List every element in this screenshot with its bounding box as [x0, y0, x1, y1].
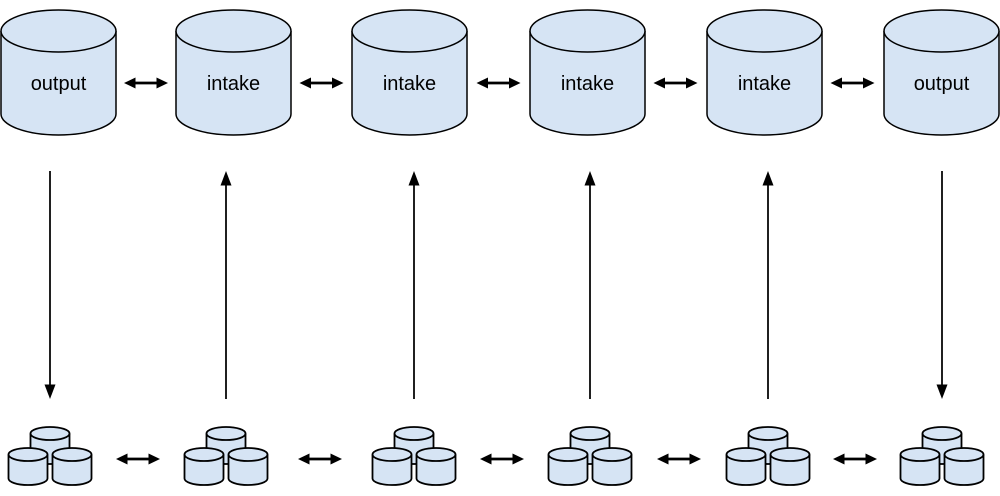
down-arrow-icon — [935, 170, 949, 400]
top-node-3: intake — [351, 9, 468, 136]
up-arrow-icon — [407, 170, 421, 400]
bidirectional-arrow-icon — [298, 76, 345, 90]
database-cluster-icon — [9, 427, 92, 485]
node-label: intake — [561, 73, 614, 95]
database-cluster-icon — [901, 427, 984, 485]
storage-cluster-1 — [9, 427, 92, 485]
bidirectional-arrow-icon — [655, 452, 703, 466]
node-label: intake — [207, 73, 260, 95]
bidirectional-arrow-icon — [114, 452, 162, 466]
up-arrow-icon — [761, 170, 775, 400]
storage-cluster-6 — [901, 427, 984, 485]
node-label: output — [914, 73, 970, 95]
bidirectional-arrow-icon — [122, 76, 170, 90]
node-label: intake — [738, 73, 791, 95]
bidirectional-arrow-icon — [829, 76, 876, 90]
database-cluster-icon — [373, 427, 456, 485]
top-node-2: intake — [175, 9, 292, 136]
cylinder-layer: output intake intake intake intake outpu… — [0, 9, 1000, 485]
top-node-5: intake — [706, 9, 823, 136]
bidirectional-arrow-icon — [475, 76, 522, 90]
database-cluster-icon — [549, 427, 632, 485]
node-label: intake — [383, 73, 436, 95]
top-node-1: output — [0, 9, 117, 136]
storage-cluster-3 — [373, 427, 456, 485]
top-node-6: output — [883, 9, 1000, 136]
arrow-layer — [43, 76, 949, 466]
storage-cluster-5 — [727, 427, 810, 485]
bidirectional-arrow-icon — [831, 452, 879, 466]
storage-cluster-2 — [185, 427, 268, 485]
bidirectional-arrow-icon — [478, 452, 526, 466]
down-arrow-icon — [43, 170, 57, 400]
database-cluster-icon — [185, 427, 268, 485]
up-arrow-icon — [219, 170, 233, 400]
node-label: output — [31, 73, 87, 95]
storage-cluster-4 — [549, 427, 632, 485]
database-cluster-icon — [727, 427, 810, 485]
top-node-4: intake — [529, 9, 646, 136]
bidirectional-arrow-icon — [296, 452, 344, 466]
up-arrow-icon — [583, 170, 597, 400]
bidirectional-arrow-icon — [652, 76, 699, 90]
